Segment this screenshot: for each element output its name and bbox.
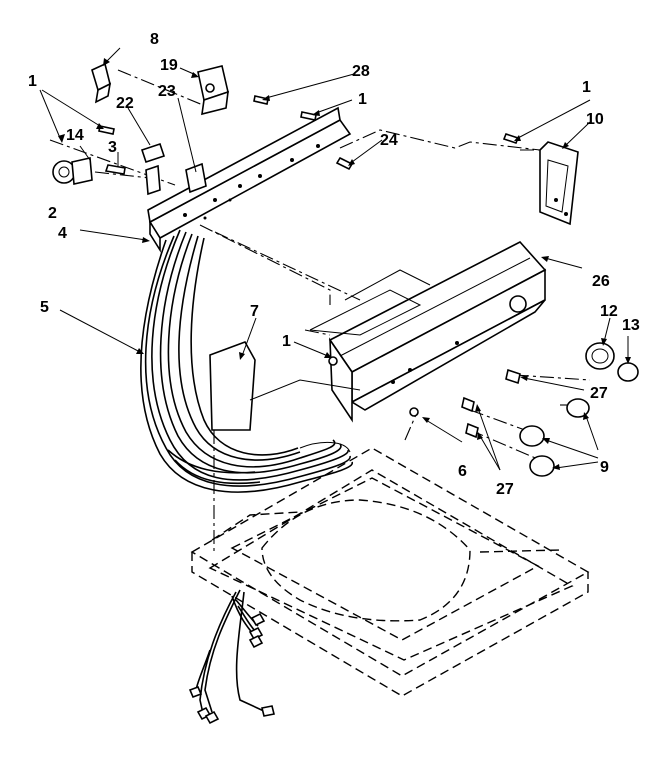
callout-14: 14	[66, 127, 84, 144]
callout-8: 8	[150, 31, 159, 48]
lower-wire-leads	[188, 589, 275, 725]
control-bracket	[147, 106, 352, 253]
part-2-switch	[52, 157, 93, 185]
callout-13: 13	[622, 317, 640, 334]
callout-5: 5	[40, 299, 49, 316]
callout-23: 23	[158, 83, 176, 100]
callout-labels: 8 19 28 1 1 22 23 1 10 14 24 3 2 4 26 5 …	[28, 31, 640, 498]
callout-26: 26	[592, 273, 610, 290]
part-19-bracket	[197, 65, 229, 116]
callout-1-console: 1	[282, 333, 291, 350]
callout-1-left: 1	[28, 73, 37, 90]
callout-1-right: 1	[582, 79, 591, 96]
callout-28: 28	[352, 63, 370, 80]
callout-4: 4	[58, 225, 67, 242]
leader-lines	[39, 47, 631, 471]
callout-22: 22	[116, 95, 134, 112]
rear-panel	[209, 269, 431, 431]
part-23-connector	[145, 162, 207, 196]
console	[328, 241, 547, 423]
part-3-screw	[104, 164, 126, 175]
callout-10: 10	[586, 111, 604, 128]
part-8-clip	[91, 62, 112, 104]
shafts-27	[461, 368, 521, 439]
knob-12-13	[585, 342, 639, 382]
wire-harness	[140, 229, 353, 493]
callout-27-bottom: 27	[496, 481, 514, 498]
part-10-panel	[502, 133, 579, 226]
callout-27-right: 27	[590, 385, 608, 402]
callout-7: 7	[250, 303, 259, 320]
callout-2: 2	[48, 205, 57, 222]
part-22-clip	[140, 142, 166, 164]
callout-12: 12	[600, 303, 618, 320]
callout-9: 9	[600, 459, 609, 476]
screws-console	[328, 356, 419, 417]
callout-3: 3	[108, 139, 117, 156]
callout-6: 6	[458, 463, 467, 480]
knobs-9	[519, 398, 590, 477]
cabinet-top-outline	[190, 447, 590, 697]
callout-19: 19	[160, 57, 178, 74]
callout-24: 24	[380, 132, 398, 149]
callout-1-top: 1	[358, 91, 367, 108]
